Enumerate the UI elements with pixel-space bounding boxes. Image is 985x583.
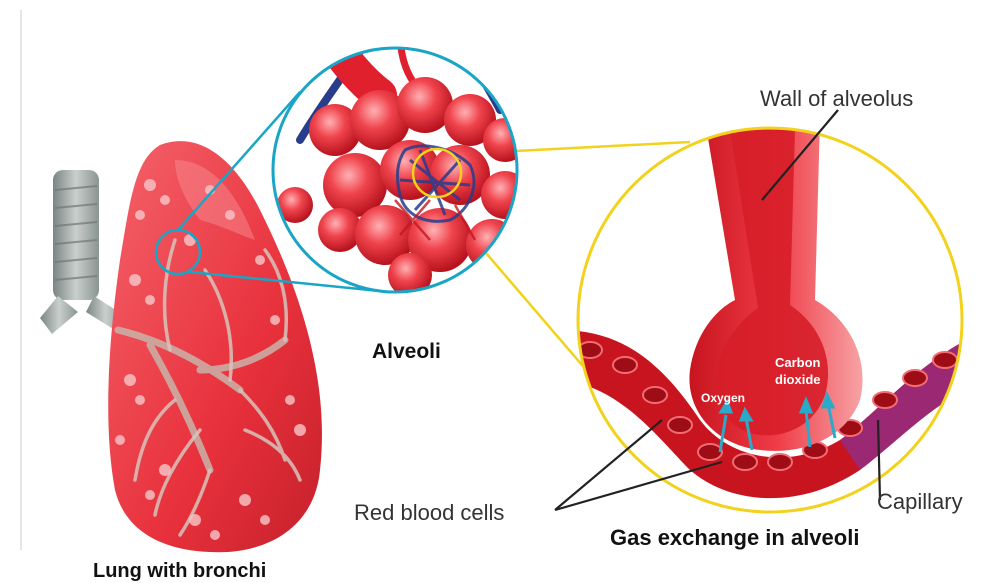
trachea	[40, 170, 125, 334]
capillary-label: Capillary	[877, 489, 963, 515]
carbon-dioxide-label: Carbon dioxide	[775, 354, 821, 388]
red-blood-cells-label: Red blood cells	[354, 500, 504, 526]
wall-of-alveolus-label: Wall of alveolus	[760, 86, 913, 112]
oxygen-label: Oxygen	[701, 391, 745, 405]
carbon-dioxide-line2: dioxide	[775, 371, 821, 388]
alveoli-label: Alveoli	[372, 340, 441, 364]
gas-exchange-caption: Gas exchange in alveoli	[610, 525, 859, 551]
carbon-dioxide-line1: Carbon	[775, 354, 821, 371]
lung-caption: Lung with bronchi	[93, 560, 266, 583]
alveoli-zoom	[273, 20, 529, 297]
frame-line	[20, 10, 22, 550]
